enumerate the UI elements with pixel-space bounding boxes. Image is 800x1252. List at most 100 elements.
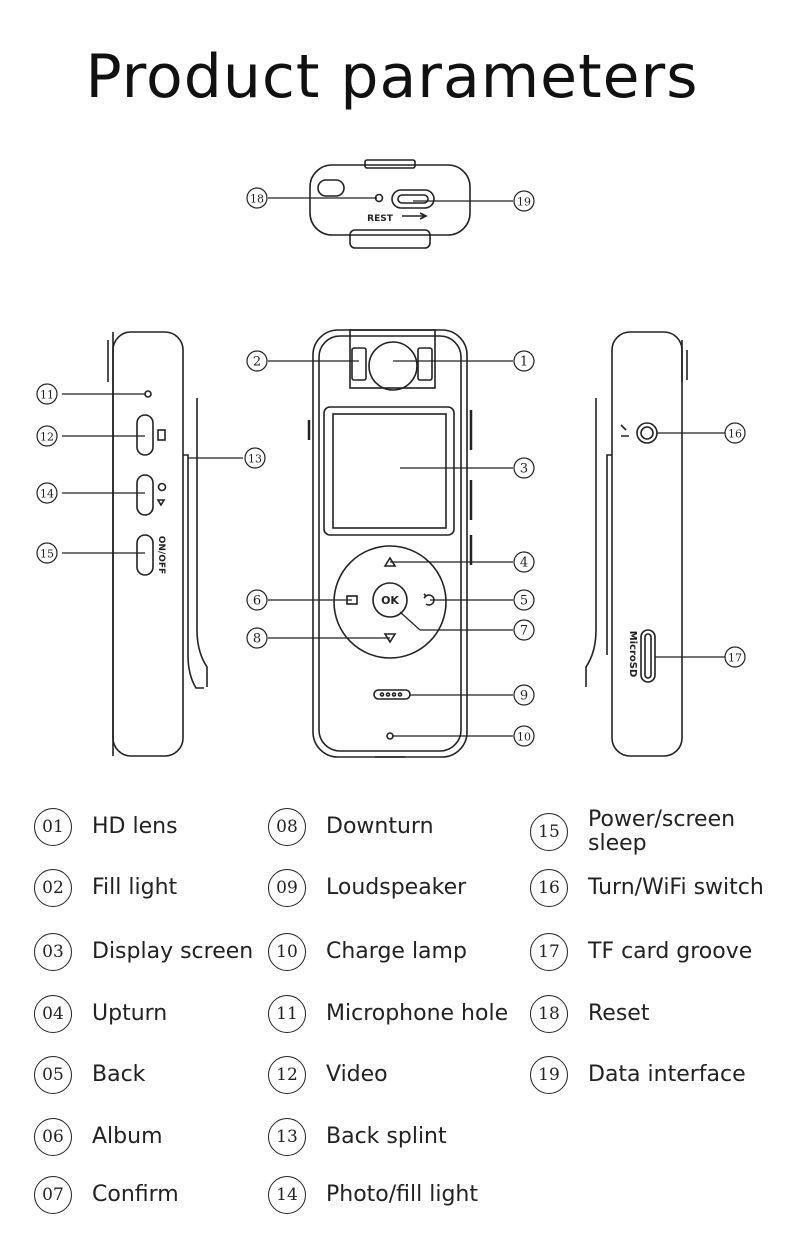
- legend-number: 03: [34, 933, 72, 971]
- legend-label: Back: [92, 1062, 146, 1087]
- legend-number: 14: [268, 1176, 306, 1214]
- power-button: [136, 534, 154, 576]
- callout-number: 5: [520, 594, 528, 609]
- callout-8: 8: [246, 627, 268, 649]
- legend-number: 09: [268, 869, 306, 907]
- callout-14: 14: [36, 482, 58, 504]
- legend-number: 13: [268, 1118, 306, 1156]
- callout-12: 12: [36, 425, 58, 447]
- right-side-device: [585, 331, 688, 757]
- usb-c-port: [391, 189, 435, 209]
- callout-18: 18: [246, 187, 268, 209]
- legend-label: Fill light: [92, 875, 178, 900]
- legend-number: 18: [530, 995, 568, 1033]
- legend-label: Album: [92, 1124, 163, 1149]
- legend-number: 16: [530, 869, 568, 907]
- legend-number: 12: [268, 1056, 306, 1094]
- callout-2: 2: [246, 350, 268, 372]
- callout-6: 6: [246, 589, 268, 611]
- legend-number: 07: [34, 1176, 72, 1214]
- legend-label: Loudspeaker: [326, 875, 467, 900]
- legend-number: 02: [34, 869, 72, 907]
- fill-light-left: [351, 347, 367, 381]
- callout-15: 15: [36, 542, 58, 564]
- callout-11: 11: [36, 383, 58, 405]
- callout-7: 7: [513, 619, 535, 641]
- callout-number: 15: [40, 548, 54, 561]
- callout-number: 3: [520, 462, 528, 477]
- onoff-label: ON/OFF: [156, 536, 166, 574]
- legend-number: 01: [34, 808, 72, 846]
- legend-number: 05: [34, 1056, 72, 1094]
- callout-number: 16: [728, 428, 742, 441]
- callout-4: 4: [513, 551, 535, 573]
- page-title: Product parameters: [85, 42, 699, 112]
- callout-5: 5: [513, 589, 535, 611]
- turn-icon: [620, 424, 629, 437]
- legend-item: 16 Turn/WiFi switch: [530, 869, 764, 907]
- video-button: [136, 414, 154, 456]
- callout-number: 13: [248, 453, 262, 466]
- legend-label: Upturn: [92, 1001, 168, 1026]
- ok-button: [372, 582, 408, 618]
- legend-item: 17 TF card groove: [530, 933, 752, 971]
- callout-19: 19: [513, 190, 535, 212]
- callout-number: 12: [40, 431, 54, 444]
- legend-label: TF card groove: [588, 939, 753, 964]
- legend-item: 01 HD lens: [34, 808, 178, 846]
- dpad-ring: [333, 545, 447, 659]
- rest-label: REST: [367, 214, 394, 224]
- camera-icon: [157, 482, 167, 492]
- legend-item: 14 Photo/fill light: [268, 1176, 478, 1214]
- legend-label: Charge lamp: [326, 939, 467, 964]
- product-diagram: REST OK ON/OFF MicroSD 12345678910111213…: [36, 159, 746, 758]
- legend-label: Display screen: [92, 939, 254, 964]
- callout-number: 17: [728, 652, 742, 665]
- legend-label: Photo/fill light: [326, 1182, 479, 1207]
- legend-number: 19: [530, 1056, 568, 1094]
- legend-item: 19 Data interface: [530, 1056, 746, 1094]
- charge-lamp: [386, 732, 394, 740]
- legend-label: Turn/WiFi switch: [588, 875, 764, 900]
- display-screen: [332, 413, 447, 529]
- fill-light-right: [417, 347, 433, 381]
- callout-number: 8: [253, 632, 261, 647]
- legend-label: HD lens: [92, 814, 178, 839]
- photo-button: [136, 474, 154, 516]
- legend-label: Reset: [588, 1001, 650, 1026]
- legend-number: 10: [268, 933, 306, 971]
- legend-number: 04: [34, 995, 72, 1033]
- callout-17: 17: [724, 646, 746, 668]
- callout-number: 6: [253, 594, 261, 609]
- legend-item: 09 Loudspeaker: [268, 869, 466, 907]
- legend-item: 02 Fill light: [34, 869, 177, 907]
- turn-switch: [636, 422, 658, 444]
- legend-label: Data interface: [588, 1062, 746, 1087]
- callout-1: 1: [513, 350, 535, 372]
- legend-number: 17: [530, 933, 568, 971]
- legend-item: 13 Back splint: [268, 1118, 447, 1156]
- legend-label: Back splint: [326, 1124, 447, 1149]
- microphone-hole: [144, 390, 152, 398]
- callout-number: 14: [40, 488, 54, 501]
- legend-item: 08 Downturn: [268, 808, 434, 846]
- tf-card-slot: [640, 629, 656, 683]
- legend-label: Microphone hole: [326, 1001, 509, 1026]
- callout-number: 1: [520, 355, 528, 370]
- callout-number: 7: [520, 624, 528, 639]
- legend-item: 12 Video: [268, 1056, 388, 1094]
- callout-number: 18: [250, 193, 264, 206]
- callout-number: 19: [517, 196, 531, 209]
- legend-label: Video: [326, 1062, 388, 1087]
- legend-label: Power/screen sleep: [588, 807, 736, 856]
- callout-3: 3: [513, 457, 535, 479]
- legend-number: 08: [268, 808, 306, 846]
- leader-lines: [62, 197, 725, 737]
- legend-label: Downturn: [326, 814, 434, 839]
- callout-number: 2: [253, 355, 261, 370]
- callout-number: 4: [520, 556, 528, 571]
